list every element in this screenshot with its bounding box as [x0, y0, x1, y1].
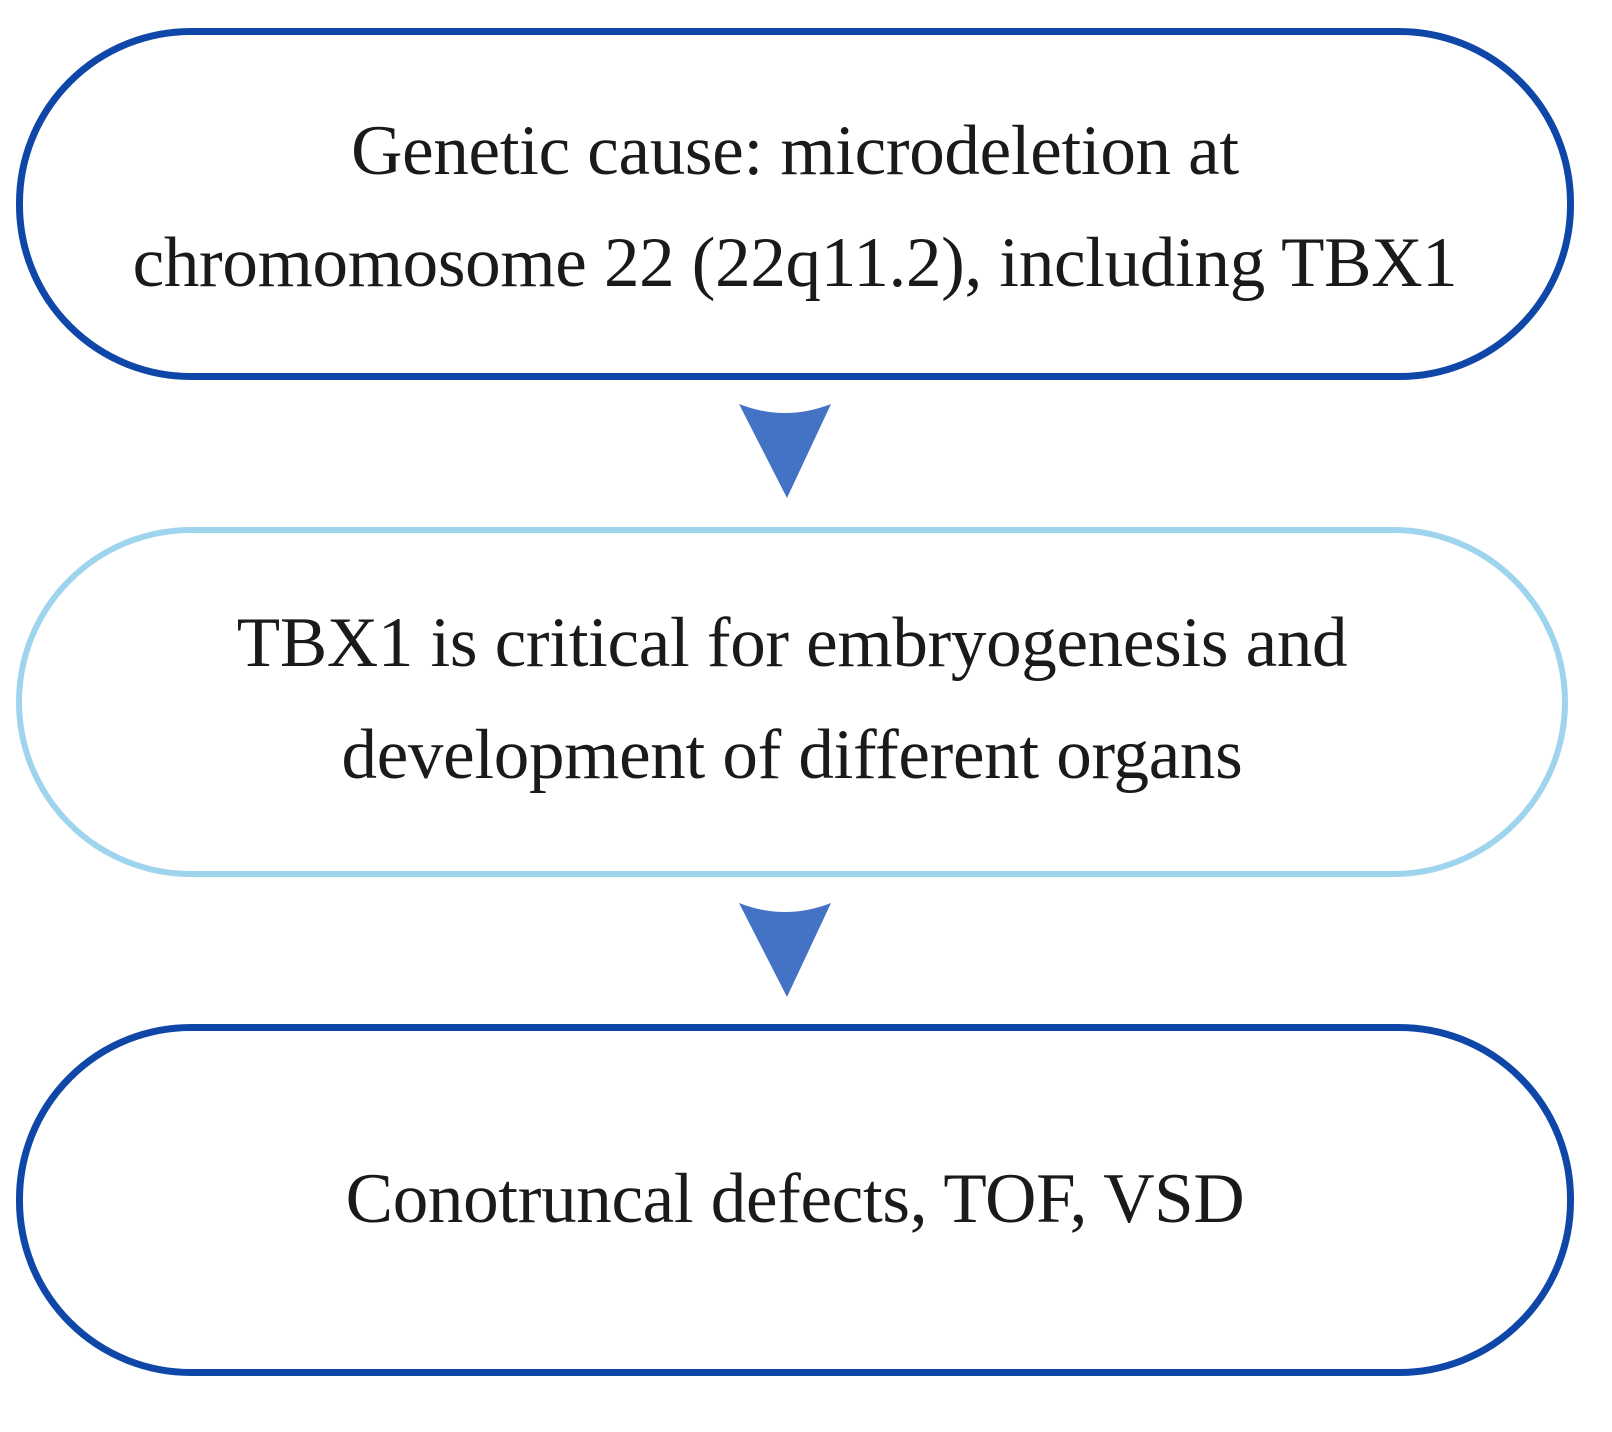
flow-node-text: TBX1 is critical for embryogenesis and d… — [237, 587, 1348, 817]
flow-node-defects: Conotruncal defects, TOF, VSD — [16, 1024, 1574, 1376]
text-line: chromomosome 22 (22q11.2), including TBX… — [132, 224, 1458, 302]
text-line: development of different organs — [341, 716, 1243, 794]
down-arrow-icon — [739, 903, 831, 997]
flow-node-genetic-cause: Genetic cause: microdeletion at chromomo… — [16, 28, 1574, 380]
text-line: Conotruncal defects, TOF, VSD — [345, 1160, 1245, 1238]
flow-node-text: Genetic cause: microdeletion at chromomo… — [23, 89, 1567, 319]
flow-node-tbx1-role: TBX1 is critical for embryogenesis and d… — [16, 527, 1568, 877]
text-line: TBX1 is critical for embryogenesis and — [236, 604, 1348, 682]
flow-node-text: Conotruncal defects, TOF, VSD — [346, 1143, 1245, 1257]
text-line: Genetic cause: microdeletion at — [351, 112, 1239, 190]
down-arrow-icon — [739, 404, 831, 498]
